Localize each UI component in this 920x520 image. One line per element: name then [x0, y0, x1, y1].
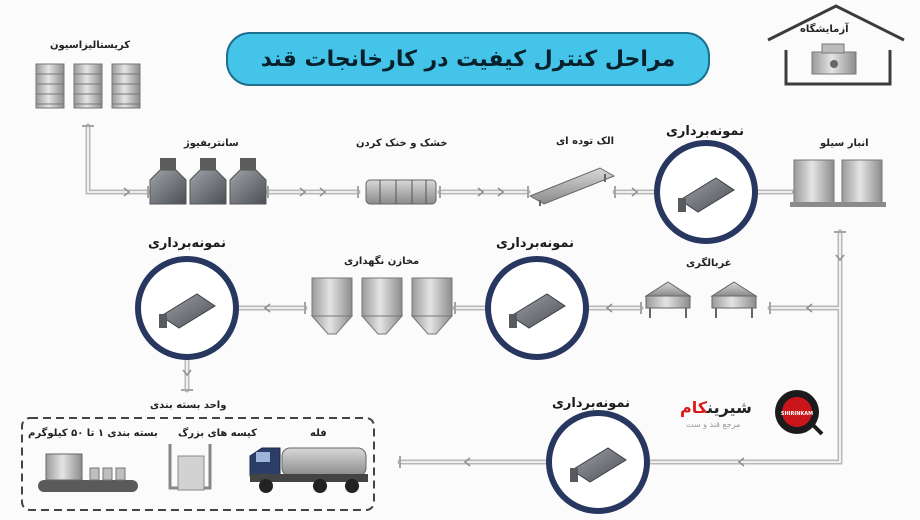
- brand-logo-icon: SHIRINKAM: [775, 390, 824, 436]
- screening-machines: [644, 281, 758, 318]
- page-title: مراحل کنترل کیفیت در کارخانجات قند: [226, 32, 710, 86]
- dryer-drum: [365, 179, 437, 205]
- label-packing-unit: واحد بسته بندی: [150, 400, 227, 411]
- lab-house-icon: [767, 4, 905, 86]
- brand-name-part2: کام: [680, 398, 708, 417]
- sampling-station-4: [546, 410, 650, 514]
- silo-tanks: [790, 159, 886, 207]
- bulk-truck-icon: [249, 447, 368, 493]
- brand-name-part1: شیرین: [707, 398, 752, 417]
- brand-tagline: مرجع قند و ست: [686, 420, 741, 429]
- label-big-bags: کیسه های بزرگ: [178, 428, 257, 439]
- sieve-machine: [528, 167, 616, 206]
- packing-unit-box: [21, 417, 375, 511]
- label-sampling-3: نمونه‌برداری: [148, 236, 227, 251]
- label-crystallization: کریستالیزاسیون: [50, 40, 131, 51]
- label-sieve: الک توده ای: [556, 136, 615, 147]
- pipe-caps: [82, 125, 846, 468]
- big-bags-station: [168, 444, 212, 491]
- sampling-station-1: [654, 140, 758, 244]
- storage-tanks: [310, 277, 454, 335]
- label-centrifuge: سانتریفیوژ: [184, 138, 239, 149]
- label-lab: آزمایشگاه: [800, 24, 849, 35]
- label-bulk: فله: [310, 428, 327, 439]
- label-sampling-2: نمونه‌برداری: [496, 236, 575, 251]
- centrifuge-units: [149, 158, 267, 205]
- crystallization-units: [35, 63, 141, 109]
- label-drying: خشک و خنک کردن: [356, 138, 448, 149]
- small-packing-line: [38, 453, 138, 492]
- label-screening: غربالگری: [686, 258, 732, 269]
- sampling-station-2: [485, 256, 589, 360]
- label-pack-small: بسته بندی ۱ تا ۵۰ کیلوگرم: [28, 428, 158, 439]
- label-sampling-4: نمونه‌برداری: [552, 396, 631, 411]
- label-silo: انبار سیلو: [820, 138, 869, 149]
- sampling-station-3: [135, 256, 239, 360]
- brand-logo-text: SHIRINKAM: [781, 411, 813, 417]
- label-sampling-1: نمونه‌برداری: [666, 124, 745, 139]
- brand-name: شیرینکام: [680, 398, 752, 417]
- flow-arrows: [123, 187, 845, 467]
- label-storage-tanks: مخازن نگهداری: [344, 256, 420, 267]
